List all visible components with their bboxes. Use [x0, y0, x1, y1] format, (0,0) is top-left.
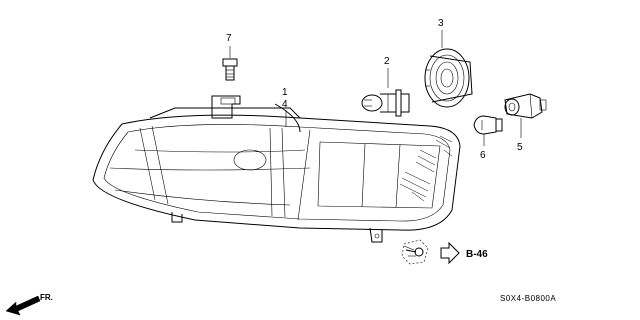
bulb-socket-part-5[interactable]: [504, 93, 547, 119]
side-marker-lens: [317, 135, 453, 209]
headlight-assembly-part-1[interactable]: [92, 95, 461, 243]
drawing-code: S0X4-B0800A: [500, 294, 556, 303]
callout-7: 7: [226, 33, 232, 44]
callout-4: 4: [282, 99, 288, 110]
callout-1: 1: [282, 87, 288, 98]
callout-5: 5: [517, 142, 523, 153]
adjuster-screw: [401, 239, 429, 265]
reference-label[interactable]: B-46: [466, 249, 488, 260]
callout-6: 6: [480, 150, 486, 161]
front-direction-label: FR.: [40, 293, 53, 302]
bolt-part-7[interactable]: [222, 58, 238, 81]
bulb-cover-part-3[interactable]: [424, 48, 473, 108]
callout-3: 3: [438, 18, 444, 29]
callout-2: 2: [384, 56, 390, 67]
hollow-right-arrow-icon: [440, 241, 460, 265]
headlight-bulb-part-2[interactable]: [361, 89, 410, 117]
small-bulb-part-6[interactable]: [473, 115, 503, 135]
front-direction-arrow-icon: [5, 295, 41, 316]
